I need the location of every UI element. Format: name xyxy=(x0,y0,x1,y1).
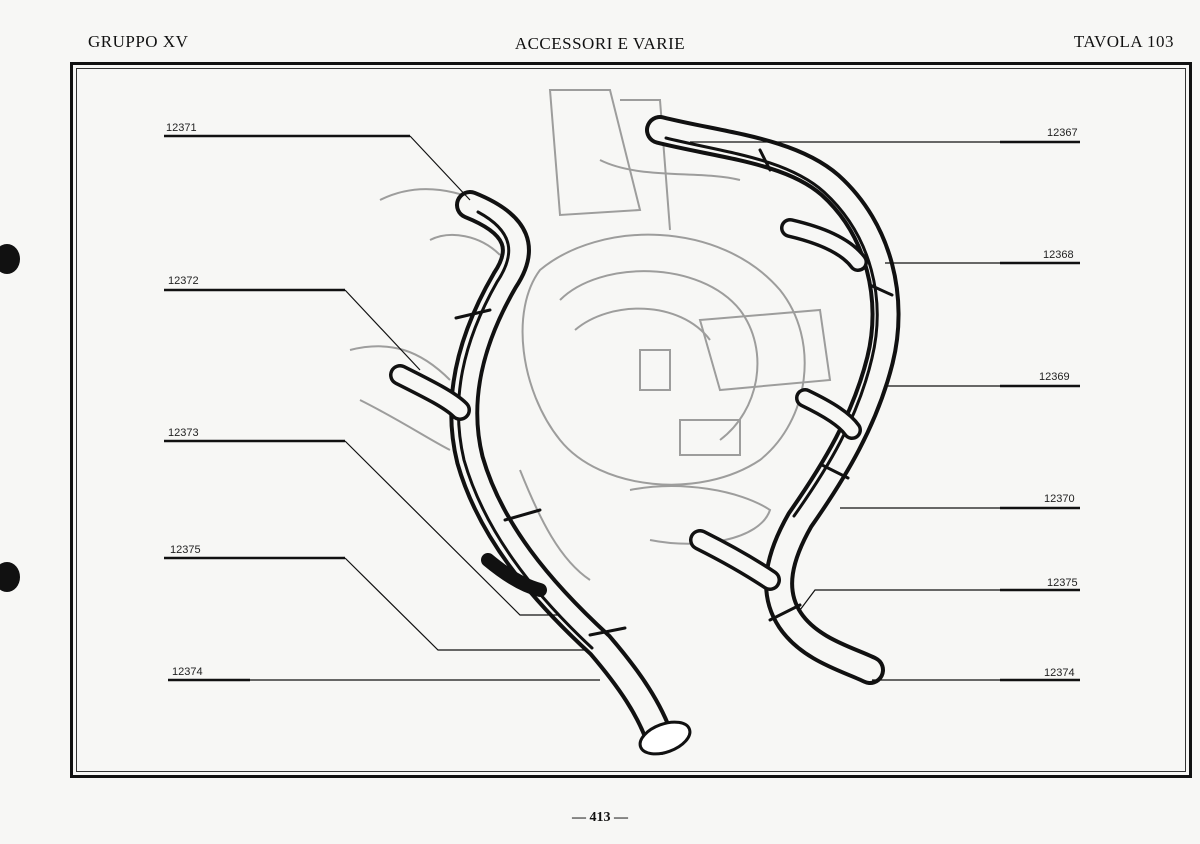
callout-right-3: 12369 xyxy=(1039,371,1070,383)
callout-left-2: 12372 xyxy=(168,275,199,287)
binder-hole-top xyxy=(0,244,20,274)
binder-hole-bottom xyxy=(0,562,20,592)
page-title: ACCESSORI E VARIE xyxy=(514,34,686,53)
callout-right-4: 12370 xyxy=(1044,493,1075,505)
left-callout-leaders xyxy=(164,134,600,682)
callout-right-6: 12374 xyxy=(1044,667,1075,679)
left-exhaust-pipe xyxy=(389,190,692,756)
group-label: GRUPPO XV xyxy=(88,32,189,51)
callout-right-1: 12367 xyxy=(1047,127,1078,139)
callout-left-1: 12371 xyxy=(166,122,197,134)
callout-right-5: 12375 xyxy=(1047,577,1078,589)
callout-left-5: 12374 xyxy=(172,666,203,678)
right-exhaust-pipe xyxy=(645,115,901,685)
plate-number: TAVOLA 103 xyxy=(1073,32,1174,51)
page-number: — 413 — xyxy=(572,810,628,825)
callout-right-2: 12368 xyxy=(1043,249,1074,261)
plate-frame xyxy=(70,62,1192,778)
callout-left-4: 12375 xyxy=(170,544,201,556)
right-callout-leaders xyxy=(690,140,1080,682)
callout-left-3: 12373 xyxy=(168,427,199,439)
